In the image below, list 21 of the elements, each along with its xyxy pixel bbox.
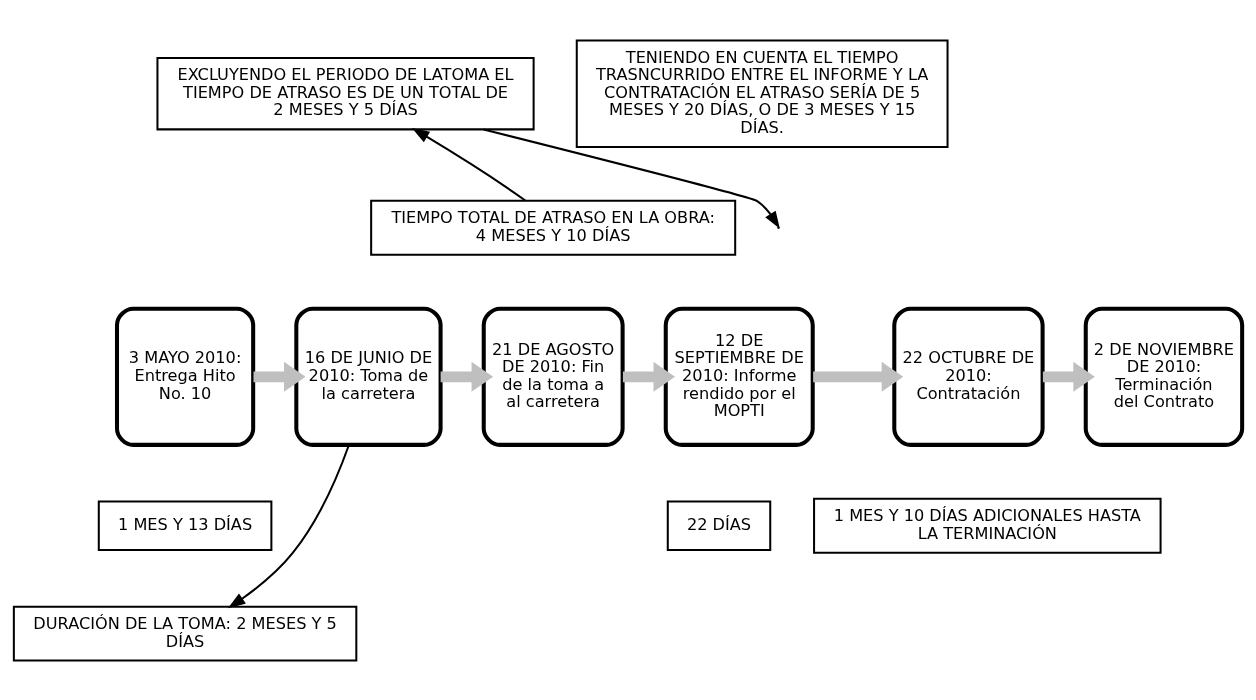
node-box: 16 DE JUNIO DE 2010: Toma de la carretera (294, 306, 443, 447)
node-box: 21 DE AGOSTO DE 2010: Fin de la toma a al carretera (481, 306, 625, 447)
arrow (483, 128, 780, 229)
arrow (253, 361, 306, 392)
node-box: 2 DE NOVIEMBRE DE 2010: Terminación del Contrato (1083, 306, 1245, 447)
node-box: 12 DE SEPTIEMBRE DE 2010: Informe rendido por el MOPTI (663, 306, 815, 447)
arrow (622, 361, 676, 392)
arrow (1042, 361, 1095, 392)
arrow (813, 361, 904, 392)
node-box: 3 MAYO 2010: Entrega Hito No. 10 (115, 306, 256, 447)
node-box: 1 MES Y 13 DÍAS (97, 500, 273, 551)
node-box: 22 DÍAS (666, 500, 772, 551)
node-box: EXCLUYENDO EL PERIODO DE LATOMA EL TIEMPO DE ATRASO ES DE UN TOTAL DE 2 MESES Y 5 DÍAS (156, 56, 535, 130)
arrow (440, 361, 494, 392)
arrow (411, 127, 526, 201)
node-box: TIEMPO TOTAL DE ATRASO EN LA OBRA: 4 MESES Y 10 DÍAS (370, 199, 737, 256)
node-box: 22 OCTUBRE DE 2010: Contratación (892, 306, 1045, 447)
node-box: TENIENDO EN CUENTA EL TIEMPO TRASNCURRIDO ENTRE EL INFORME Y LA CONTRATACIÓN EL ATRASO SERÍA DE 5 MESES Y 20 DÍAS, O DE 3 MESES Y 15 DÍAS. (575, 38, 949, 148)
node-box: 1 MES Y 10 DÍAS ADICIONALES HASTA LA TERMINACIÓN (813, 497, 1162, 554)
node-box: DURACIÓN DE LA TOMA: 2 MESES Y 5 DÍAS (12, 605, 358, 662)
arrow (227, 444, 350, 608)
